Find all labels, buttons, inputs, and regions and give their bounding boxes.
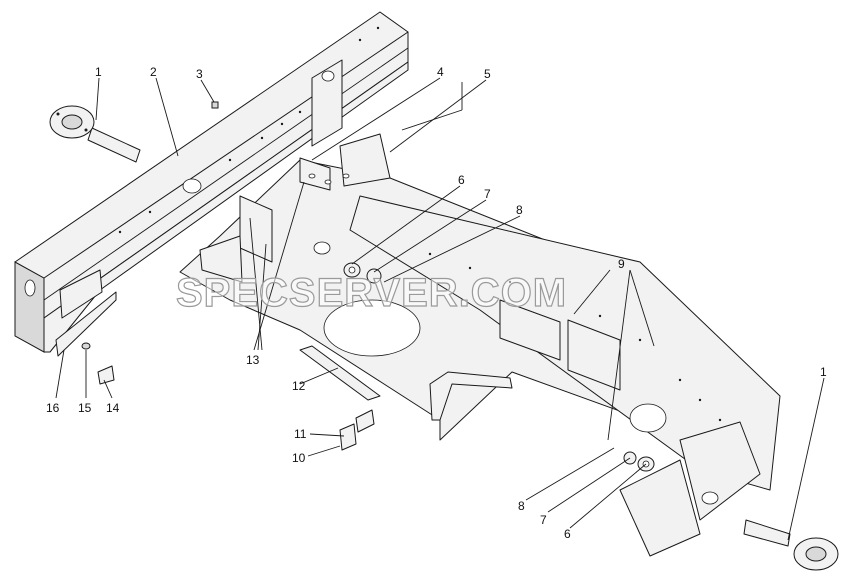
bracket-parts-14-15 — [81, 342, 115, 385]
shaft-yoke-left — [49, 105, 141, 163]
callout-3: 3 — [196, 67, 203, 81]
callout-2: 2 — [150, 65, 157, 79]
callout-12: 12 — [292, 379, 306, 393]
callout-9: 9 — [618, 257, 625, 271]
rear-bracket — [619, 421, 761, 557]
callout-7-lower: 7 — [540, 513, 547, 527]
bushings-lower — [623, 451, 655, 472]
shaft-yoke-right — [743, 519, 839, 571]
plate-part-16 — [55, 291, 117, 357]
callout-4: 4 — [437, 65, 444, 79]
callout-labels: 1 2 3 4 5 6 7 8 9 1 13 12 16 15 14 11 10… — [46, 65, 827, 541]
callout-16: 16 — [46, 401, 60, 415]
callout-7-upper: 7 — [484, 187, 491, 201]
callout-13: 13 — [246, 353, 260, 367]
bolt-part-3 — [211, 101, 219, 109]
callout-6-lower: 6 — [564, 527, 571, 541]
bent-rail — [429, 371, 513, 421]
callout-1-right: 1 — [820, 365, 827, 379]
callout-1-left: 1 — [95, 65, 102, 79]
leader-lines — [55, 77, 825, 541]
bushings-upper — [343, 262, 382, 284]
callout-5: 5 — [484, 67, 491, 81]
callout-10: 10 — [292, 451, 306, 465]
watermark-text: SPECSERVER.COM — [176, 271, 567, 315]
callout-11: 11 — [294, 427, 307, 441]
callout-15: 15 — [78, 401, 92, 415]
left-side-member — [14, 11, 409, 353]
bracket-parts-10-11 — [339, 409, 375, 451]
callout-14: 14 — [106, 401, 120, 415]
strip-part-12 — [299, 345, 381, 401]
callout-8-upper: 8 — [516, 203, 523, 217]
callout-6-upper: 6 — [458, 173, 465, 187]
callout-8-lower: 8 — [518, 499, 525, 513]
